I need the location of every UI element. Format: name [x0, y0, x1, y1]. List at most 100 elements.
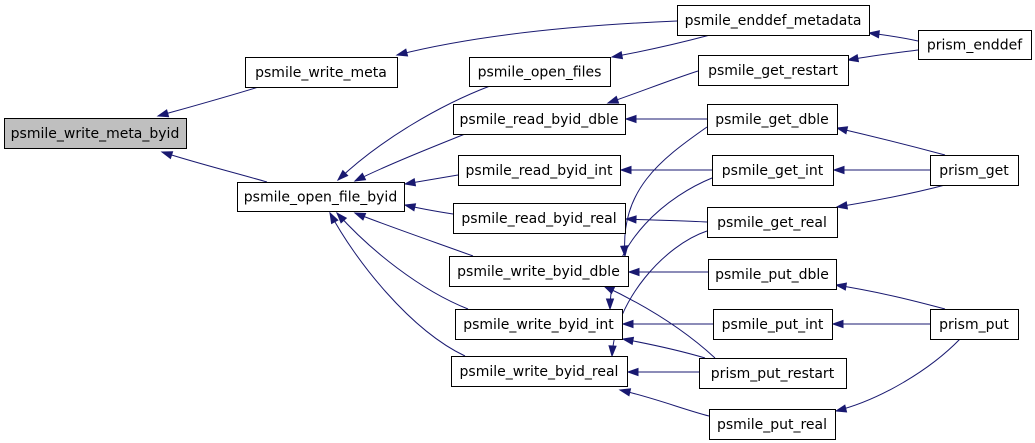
node-prism-enddef[interactable]: prism_enddef — [918, 30, 1032, 60]
edge-get_int-to-write_byid_int — [605, 177, 713, 311]
node-put-dble[interactable]: psmile_put_dble — [708, 259, 837, 290]
node-box[interactable] — [713, 309, 833, 340]
edge-line — [835, 338, 961, 412]
arrow-head-icon — [602, 285, 616, 295]
edges-layer — [156, 20, 961, 417]
arrow-head-icon — [832, 165, 845, 175]
node-label: psmile_open_file_byid — [244, 190, 397, 206]
edge-line — [619, 389, 710, 417]
node-enddef-metadata[interactable]: psmile_enddef_metadata — [677, 5, 870, 36]
node-read-byid-real[interactable]: psmile_read_byid_real — [453, 203, 626, 234]
edge-line — [354, 212, 474, 257]
node-box[interactable] — [449, 256, 629, 287]
node-box[interactable] — [712, 155, 834, 186]
node-label: psmile_write_byid_real — [460, 364, 619, 380]
node-label: psmile_read_byid_dble — [460, 112, 619, 128]
node-box[interactable] — [453, 203, 626, 234]
node-label: psmile_write_byid_dble — [457, 264, 620, 280]
node-write-byid-int[interactable]: psmile_write_byid_int — [455, 309, 623, 340]
node-write-byid-dble[interactable]: psmile_write_byid_dble — [449, 256, 629, 287]
arrow-head-icon — [835, 201, 849, 210]
edge-prism_enddef-to-enddef_metadata — [867, 30, 919, 42]
node-box[interactable] — [4, 118, 187, 149]
node-write-meta[interactable]: psmile_write_meta — [245, 57, 398, 88]
node-prism-put-restart[interactable]: prism_put_restart — [699, 358, 847, 389]
node-label: psmile_get_int — [722, 163, 824, 179]
node-label: psmile_get_dble — [715, 112, 828, 128]
edge-prism_put_restart-to-write_byid_real — [626, 367, 699, 377]
edge-line — [611, 34, 711, 58]
edge-line — [337, 85, 491, 181]
edge-put_dble-to-write_byid_dble — [627, 267, 708, 277]
node-box[interactable] — [455, 309, 623, 340]
node-label: psmile_enddef_metadata — [685, 13, 862, 29]
edge-read_byid_int-to-open_file_byid — [403, 174, 459, 187]
edge-get_restart-to-read_byid_dble — [606, 70, 699, 104]
node-label: prism_put — [939, 317, 1009, 333]
node-get-real[interactable]: psmile_get_real — [707, 207, 838, 238]
node-box[interactable] — [245, 57, 398, 88]
edge-open_file_byid-to-write_meta_byid — [160, 151, 268, 183]
edge-line — [622, 338, 706, 359]
node-box[interactable] — [237, 182, 405, 212]
node-put-real[interactable]: psmile_put_real — [709, 409, 836, 440]
edge-line — [836, 127, 946, 156]
node-open-files[interactable]: psmile_open_files — [469, 57, 611, 87]
node-box[interactable] — [707, 207, 838, 238]
node-get-dble[interactable]: psmile_get_dble — [707, 104, 838, 135]
node-label: psmile_open_files — [478, 65, 602, 81]
node-label: prism_enddef — [927, 38, 1023, 54]
node-label: psmile_read_byid_int — [466, 163, 613, 179]
node-label: psmile_get_restart — [708, 63, 838, 79]
node-box[interactable] — [930, 309, 1019, 340]
arrow-head-icon — [156, 109, 170, 118]
node-read-byid-dble[interactable]: psmile_read_byid_dble — [453, 104, 626, 135]
edge-enddef_metadata-to-write_meta — [395, 20, 678, 57]
node-prism-get[interactable]: prism_get — [930, 155, 1019, 186]
node-put-int[interactable]: psmile_put_int — [713, 309, 833, 340]
node-box[interactable] — [709, 409, 836, 440]
node-get-restart[interactable]: psmile_get_restart — [698, 55, 849, 86]
edge-write_meta-to-write_meta_byid — [156, 84, 266, 118]
edge-open_files-to-open_file_byid — [336, 85, 491, 182]
edge-prism_get-to-get_int — [832, 165, 930, 175]
arrow-head-icon — [610, 50, 624, 60]
arrow-head-icon — [403, 178, 417, 187]
node-write-meta-byid[interactable]: psmile_write_meta_byid — [4, 118, 187, 149]
node-box[interactable] — [677, 5, 870, 36]
node-box[interactable] — [708, 259, 837, 290]
arrow-head-icon — [624, 215, 637, 224]
arrow-head-icon — [627, 267, 640, 277]
edge-line — [835, 284, 946, 310]
node-open-file-byid[interactable]: psmile_open_file_byid — [237, 182, 405, 212]
node-box[interactable] — [469, 57, 611, 87]
node-box[interactable] — [699, 358, 847, 389]
arrow-head-icon — [395, 48, 409, 57]
edge-prism_get-to-get_dble — [835, 126, 946, 156]
edge-prism_get-to-get_real — [835, 184, 946, 210]
node-prism-put[interactable]: prism_put — [930, 309, 1019, 340]
arrow-head-icon — [619, 165, 632, 175]
node-box[interactable] — [707, 104, 838, 135]
arrow-head-icon — [608, 345, 617, 358]
node-box[interactable] — [930, 155, 1019, 186]
node-label: psmile_write_byid_int — [463, 317, 614, 333]
edge-get_dble-to-write_byid_dble — [620, 126, 708, 258]
arrow-head-icon — [160, 151, 174, 160]
arrow-head-icon — [867, 30, 880, 39]
node-box[interactable] — [698, 55, 849, 86]
edge-prism_enddef-to-get_restart — [846, 49, 919, 63]
arrow-head-icon — [605, 298, 615, 311]
arrow-head-icon — [336, 169, 349, 182]
node-box[interactable] — [458, 155, 621, 186]
arrow-head-icon — [329, 211, 339, 225]
node-write-byid-real[interactable]: psmile_write_byid_real — [451, 356, 628, 387]
node-box[interactable] — [451, 356, 628, 387]
arrow-head-icon — [831, 319, 844, 329]
node-box[interactable] — [453, 104, 626, 135]
node-box[interactable] — [918, 30, 1032, 60]
arrow-head-icon — [335, 211, 348, 224]
node-read-byid-int[interactable]: psmile_read_byid_int — [458, 155, 621, 186]
node-get-int[interactable]: psmile_get_int — [712, 155, 834, 186]
